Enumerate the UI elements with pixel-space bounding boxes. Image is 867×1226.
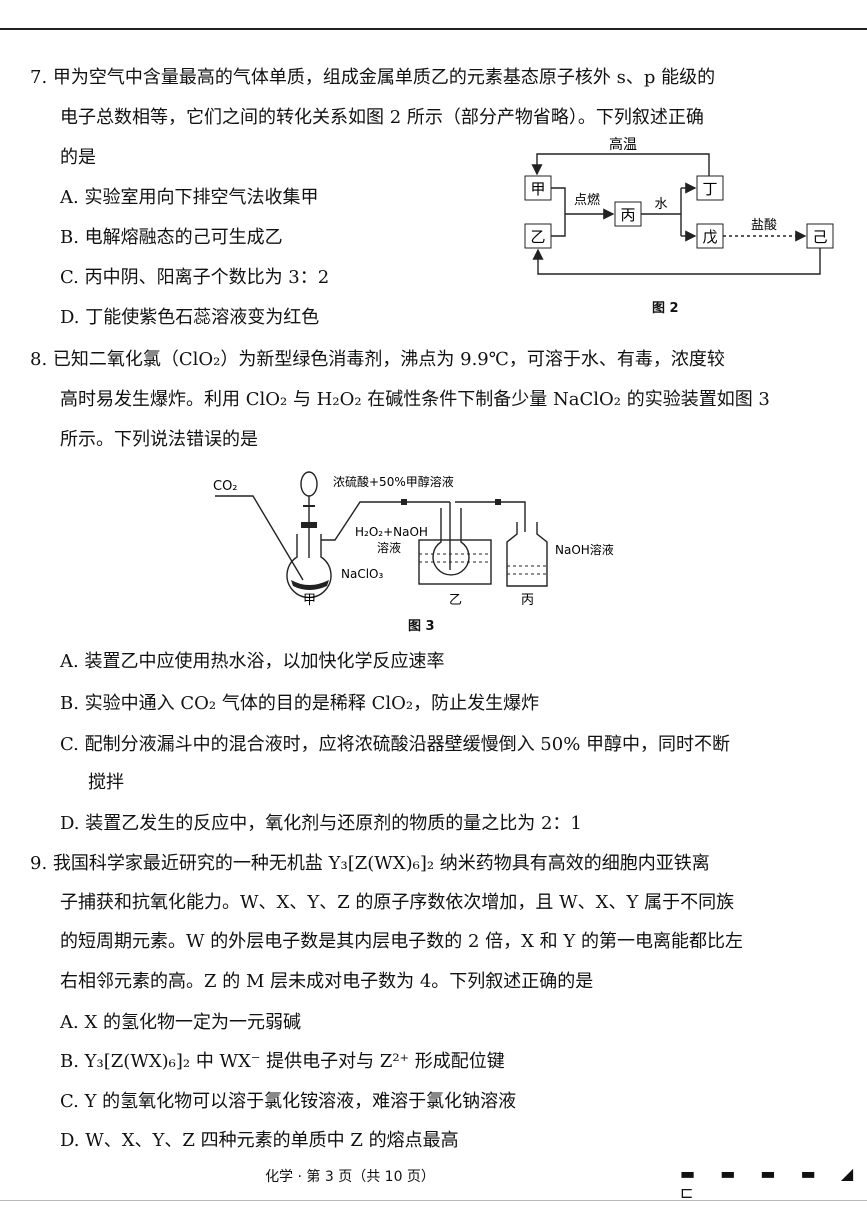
fig2-text-wu: 戊: [702, 228, 717, 246]
fig2-text-bing: 丙: [620, 206, 635, 224]
q8-option-a: A. 装置乙中应使用热水浴，以加快化学反应速率: [60, 651, 445, 672]
bottom-rule: [0, 1200, 867, 1201]
q8-line2: 高时易发生爆炸。利用 ClO₂ 与 H₂O₂ 在碱性条件下制备少量 NaClO₂…: [60, 389, 770, 410]
fig3-label-naclo3: NaClO₃: [341, 567, 383, 581]
q9-line3: 的短周期元素。W 的外层电子数是其内层电子数的 2 倍，X 和 Y 的第一电离能…: [60, 931, 743, 952]
fig2-box-ding: [696, 175, 724, 201]
fig2-box-wu: [696, 223, 724, 249]
q8-option-c-line1: C. 配制分液漏斗中的混合液时，应将浓硫酸沿器壁缓慢倒入 50% 甲醇中，同时不…: [60, 734, 731, 755]
q7-option-d: D. 丁能使紫色石蕊溶液变为红色: [60, 307, 320, 328]
fig2-label-high-temp: 高温: [609, 136, 637, 153]
fig3-label-bing: 丙: [521, 593, 534, 608]
fig3-label-jia: 甲: [303, 593, 316, 608]
fig2-box-bing: [614, 201, 642, 227]
fig2-text-jia: 甲: [530, 180, 545, 198]
q7-option-b: B. 电解熔融态的己可生成乙: [60, 227, 283, 248]
fig2-label-ignite: 点燃: [574, 192, 600, 208]
fig2-box-ji: [806, 223, 834, 249]
q8-line1: 8. 已知二氧化氯（ClO₂）为新型绿色消毒剂，沸点为 9.9℃，可溶于水、有毒…: [30, 349, 725, 370]
q7-line2: 电子总数相等，它们之间的转化关系如图 2 所示（部分产物省略）。下列叙述正确: [60, 107, 704, 128]
figure-3-caption: 图 3: [408, 619, 435, 634]
page-footer: 化学 · 第 3 页（共 10 页）: [265, 1169, 435, 1185]
fig3-label-naoh: NaOH溶液: [555, 542, 614, 557]
fig2-label-hcl: 盐酸: [751, 218, 777, 233]
fig2-box-jia: [524, 175, 552, 201]
q7-line1: 7. 甲为空气中含量最高的气体单质，组成金属单质乙的元素基态原子核外 s、p 能…: [30, 67, 716, 88]
q9-line1: 9. 我国科学家最近研究的一种无机盐 Y₃[Z(WX)₆]₂ 纳米药物具有高效的…: [30, 853, 710, 874]
figure-2-caption: 图 2: [652, 301, 679, 316]
fig3-label-yi: 乙: [449, 593, 462, 608]
q9-line2: 子捕获和抗氧化能力。W、X、Y、Z 的原子序数依次增加，且 W、X、Y 属于不同…: [60, 892, 735, 913]
q8-option-c-line2: 搅拌: [88, 772, 124, 793]
fig2-text-yi: 乙: [530, 228, 545, 246]
fig3-label-h2o2: H₂O₂+NaOH: [355, 525, 428, 539]
q9-option-c: C. Y 的氢氧化物可以溶于氯化铵溶液，难溶于氯化钠溶液: [60, 1091, 517, 1112]
q7-line3: 的是: [60, 147, 96, 168]
q8-option-d: D. 装置乙发生的反应中，氧化剂与还原剂的物质的量之比为 2：1: [60, 813, 582, 834]
fig3-label-funnel: 浓硫酸+50%甲醇溶液: [333, 474, 454, 489]
q7-option-a: A. 实验室用向下排空气法收集甲: [60, 187, 319, 208]
scan-marks: ▬ ▬ ▬ ▬ ◢ ⊏: [680, 1164, 864, 1202]
q7-option-c: C. 丙中阴、阳离子个数比为 3：2: [60, 267, 330, 288]
q8-option-b: B. 实验中通入 CO₂ 气体的目的是稀释 ClO₂，防止发生爆炸: [60, 693, 540, 714]
q8-line3: 所示。下列说法错误的是: [60, 429, 258, 450]
q9-line4: 右相邻元素的高。Z 的 M 层未成对电子数为 4。下列叙述正确的是: [60, 971, 594, 992]
fig2-text-ji: 己: [812, 228, 827, 246]
q9-option-d: D. W、X、Y、Z 四种元素的单质中 Z 的熔点最高: [60, 1130, 459, 1151]
fig3-label-h2o2-2: 溶液: [377, 540, 401, 555]
fig2-text-ding: 丁: [702, 180, 717, 198]
figure-3-apparatus: CO₂ NaClO₃ 浓硫酸+50%甲醇溶液 H₂O₂+NaOH 溶液 NaOH…: [213, 471, 614, 608]
fig2-box-yi: [524, 223, 552, 249]
top-rule: [0, 28, 867, 30]
fig3-label-co2: CO₂: [213, 479, 238, 494]
fig2-label-water: 水: [654, 197, 667, 212]
q9-option-a: A. X 的氢化物一定为一元弱碱: [60, 1012, 301, 1033]
q9-option-b: B. Y₃[Z(WX)₆]₂ 中 WX⁻ 提供电子对与 Z²⁺ 形成配位键: [60, 1051, 505, 1072]
figure-2-diagram: 高温 甲 乙 丙 丁 戊 己 点燃 水 盐酸: [524, 136, 834, 275]
